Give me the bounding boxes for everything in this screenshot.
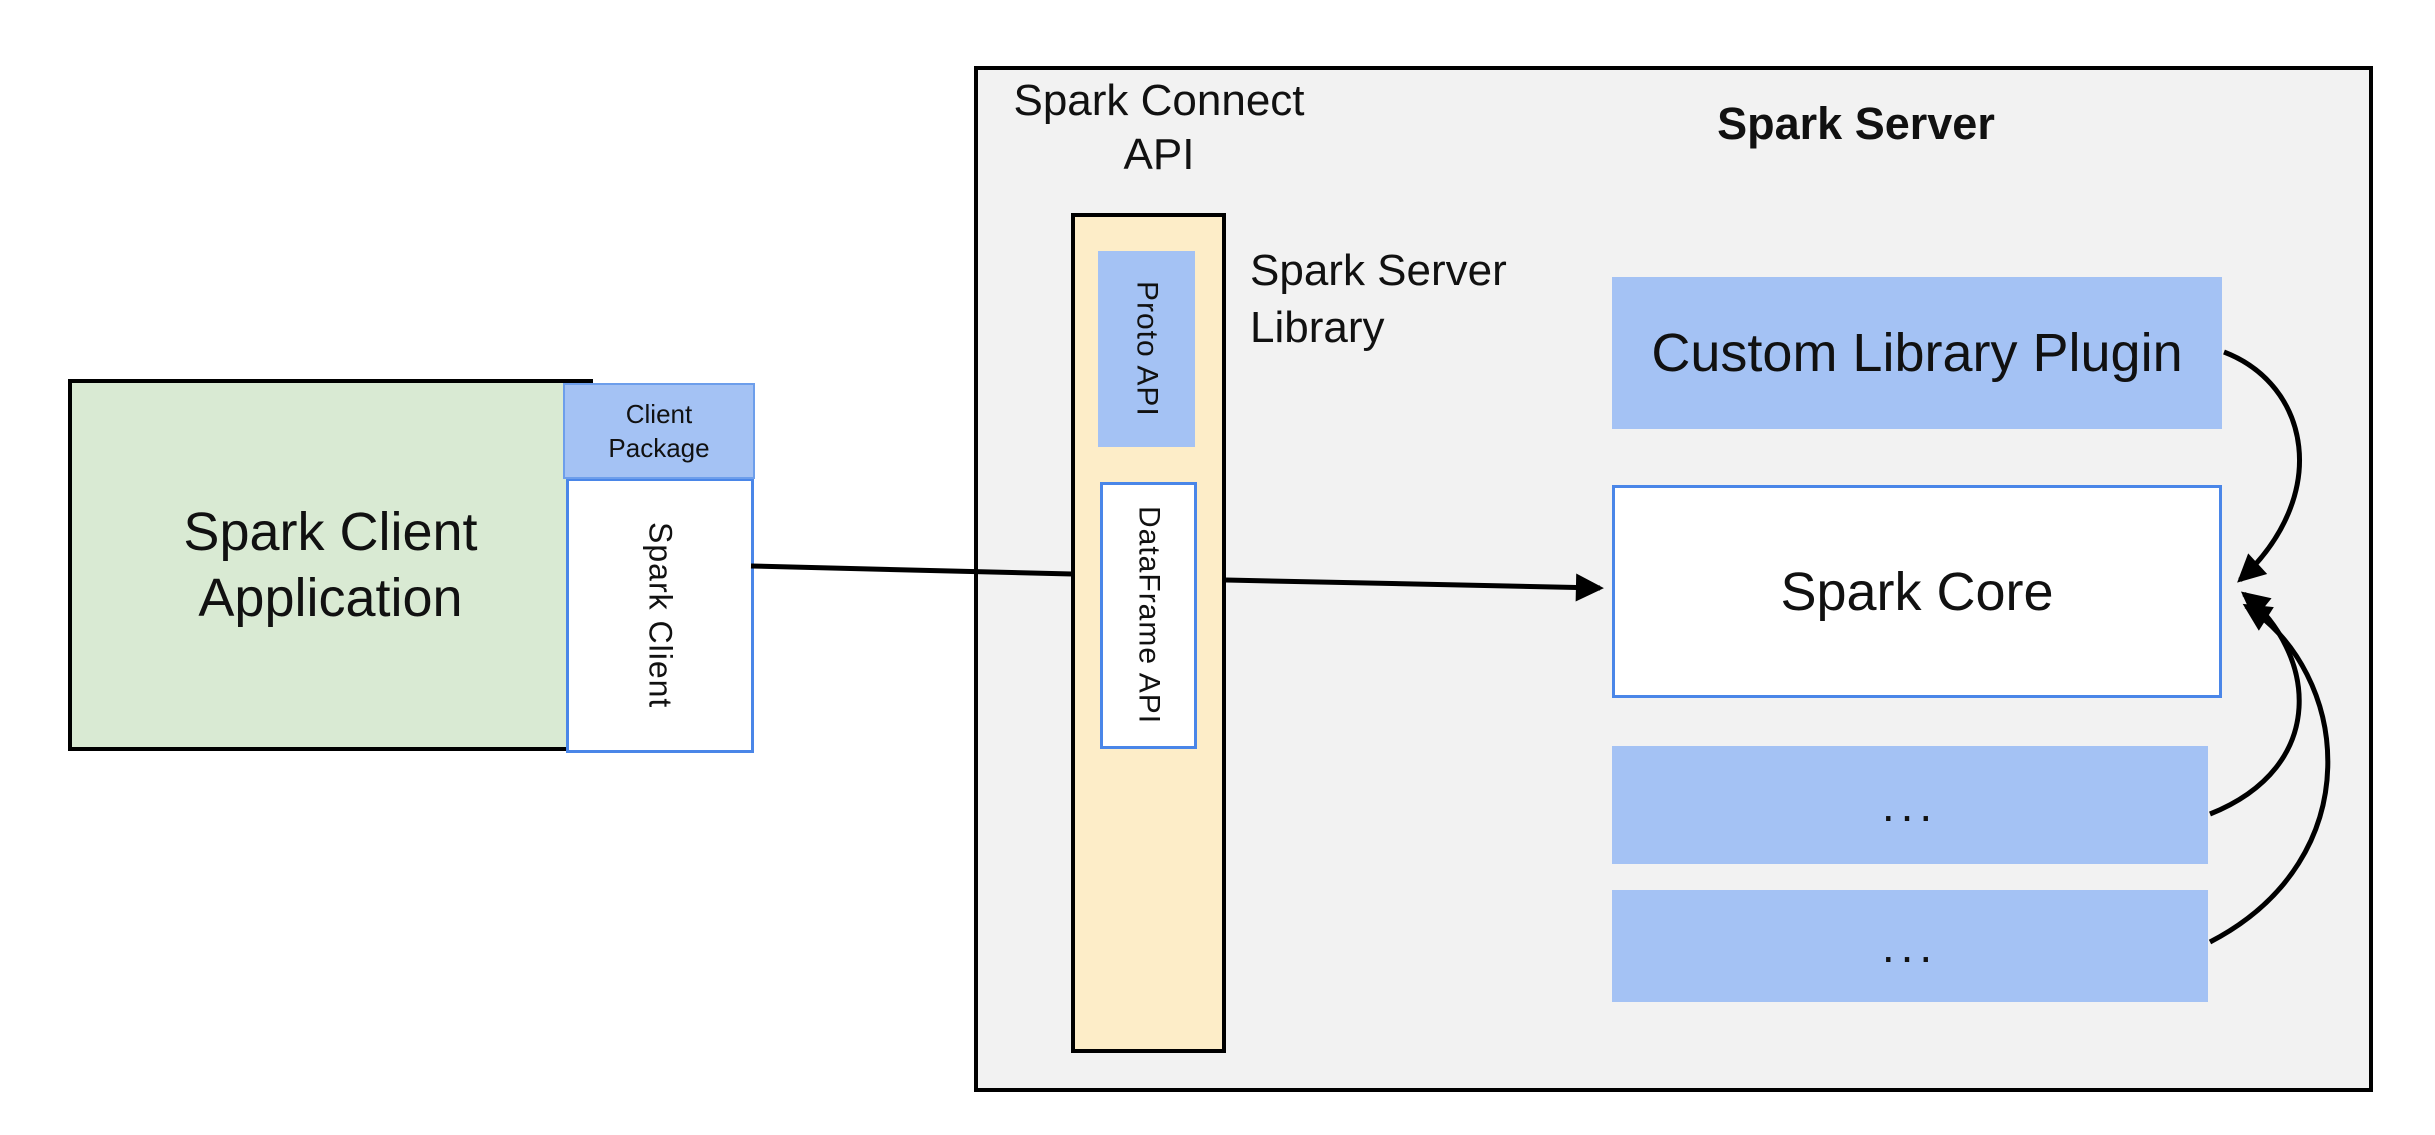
spark-server-title: Spark Server [1717, 98, 1995, 149]
spark-core-label: Spark Core [1780, 561, 2054, 622]
spark-client-application-label-line1: Spark Client [183, 502, 478, 562]
plugin-slot-box-1: ... [1612, 746, 2208, 864]
dataframe-api-label: DataFrame API [1132, 506, 1166, 725]
spark-client-application-label-line2: Application [198, 568, 463, 628]
spark-server-library-label: Spark Server Library [1250, 242, 1670, 356]
spark-client-application-box: Spark Client Application [68, 379, 593, 751]
spark-client-label: Spark Client [642, 522, 679, 709]
plugin-slot-1-ellipsis: ... [1881, 779, 1939, 831]
spark-connect-api-title: Spark Connect API [974, 74, 1344, 182]
spark-connect-api-title-line2: API [1123, 130, 1195, 179]
spark-connect-api-title-line1: Spark Connect [1013, 76, 1305, 125]
spark-client-box: Spark Client [566, 478, 754, 753]
spark-core-box: Spark Core [1612, 485, 2222, 698]
client-package-box: Client Package [563, 383, 755, 479]
proto-api-label: Proto API [1130, 281, 1164, 417]
spark-server-library-label-line2: Library [1250, 303, 1385, 352]
spark-server-library-label-line1: Spark Server [1250, 246, 1507, 295]
proto-api-box: Proto API [1098, 251, 1195, 447]
client-package-label-line1: Client [625, 399, 693, 429]
dataframe-api-box: DataFrame API [1100, 482, 1197, 749]
custom-library-plugin-box: Custom Library Plugin [1612, 277, 2222, 429]
client-package-label-line2: Package [608, 433, 710, 463]
custom-library-plugin-label: Custom Library Plugin [1651, 323, 2183, 383]
plugin-slot-2-ellipsis: ... [1881, 920, 1939, 972]
plugin-slot-box-2: ... [1612, 890, 2208, 1002]
